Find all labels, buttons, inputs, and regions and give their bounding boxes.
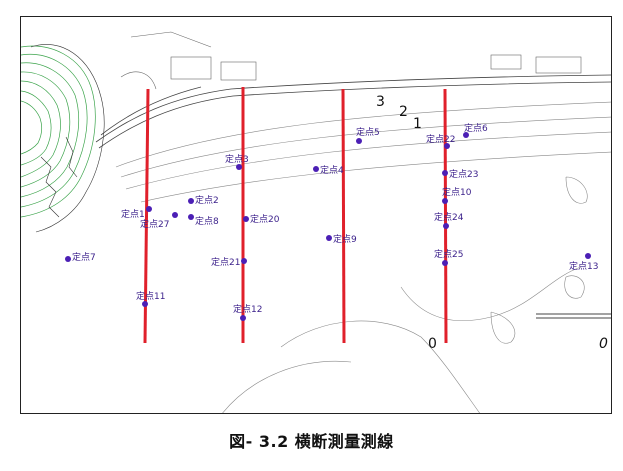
survey-point-marker [240, 315, 246, 321]
survey-point-label: 定点23 [449, 168, 478, 180]
survey-point-label: 定点20 [250, 213, 280, 225]
contour-label: 3 [376, 94, 385, 110]
contour-label: 0 [599, 336, 608, 352]
survey-point-label: 定点11 [136, 290, 165, 302]
survey-point-marker [463, 132, 469, 138]
survey-point-label: 定点22 [426, 133, 455, 145]
survey-point-label: 定点10 [442, 186, 472, 198]
figure-caption: 図- 3.2 横断測量測線 [229, 432, 394, 451]
survey-point-label: 定点25 [434, 248, 463, 260]
survey-point-label: 定点24 [434, 211, 464, 223]
survey-point-marker [585, 253, 591, 259]
survey-point-label: 定点2 [195, 194, 219, 206]
contour-label: 2 [399, 104, 408, 120]
jetty [536, 313, 611, 319]
survey-point-marker [172, 212, 178, 218]
road-details [120, 31, 582, 90]
survey-point-label: 定点8 [195, 215, 219, 227]
survey-point-label: 定点27 [140, 218, 169, 230]
survey-points: 定点1 定点2 定点3 定点4 定点5 定点6 定点7 定点8 定点9 定点10 定点11 定点12 定… [65, 122, 598, 321]
survey-point-marker [326, 235, 332, 241]
survey-point-marker [443, 223, 449, 229]
beach-contours [115, 101, 611, 413]
survey-point-marker [243, 216, 249, 222]
survey-point-marker [65, 256, 71, 262]
survey-point-marker [146, 206, 152, 212]
survey-point-label: 定点6 [464, 122, 488, 134]
survey-point-label: 定点5 [356, 126, 380, 138]
survey-point-marker [442, 260, 448, 266]
survey-point-marker [442, 170, 448, 176]
survey-point-marker [188, 198, 194, 204]
transect-lines [143, 87, 448, 344]
contour-labels: 321 0 0 [376, 94, 608, 352]
survey-point-marker [442, 198, 448, 204]
survey-point-marker [241, 258, 247, 264]
hill-contours [21, 45, 96, 218]
survey-point-label: 定点12 [233, 303, 262, 315]
contour-label: 1 [413, 116, 422, 132]
transect-line-4 [443, 88, 448, 344]
survey-point-label: 定点4 [320, 164, 344, 176]
survey-point-label: 定点21 [211, 256, 240, 268]
transect-line-1 [143, 88, 150, 344]
survey-point-label: 定点3 [225, 153, 249, 165]
survey-point-marker [188, 214, 194, 220]
survey-point-label: 定点13 [569, 260, 598, 272]
survey-point-marker [236, 164, 242, 170]
survey-point-marker [142, 301, 148, 307]
survey-point-label: 定点9 [333, 233, 357, 245]
contour-label: 0 [428, 336, 437, 352]
survey-point-marker [356, 138, 362, 144]
survey-point-marker [444, 143, 450, 149]
survey-point-label: 定点7 [72, 251, 96, 263]
transect-line-3 [341, 88, 346, 344]
survey-point-marker [313, 166, 319, 172]
survey-point-label: 定点1 [121, 208, 145, 220]
coastal-road [95, 74, 611, 149]
hill-dark-hatch [30, 44, 105, 233]
